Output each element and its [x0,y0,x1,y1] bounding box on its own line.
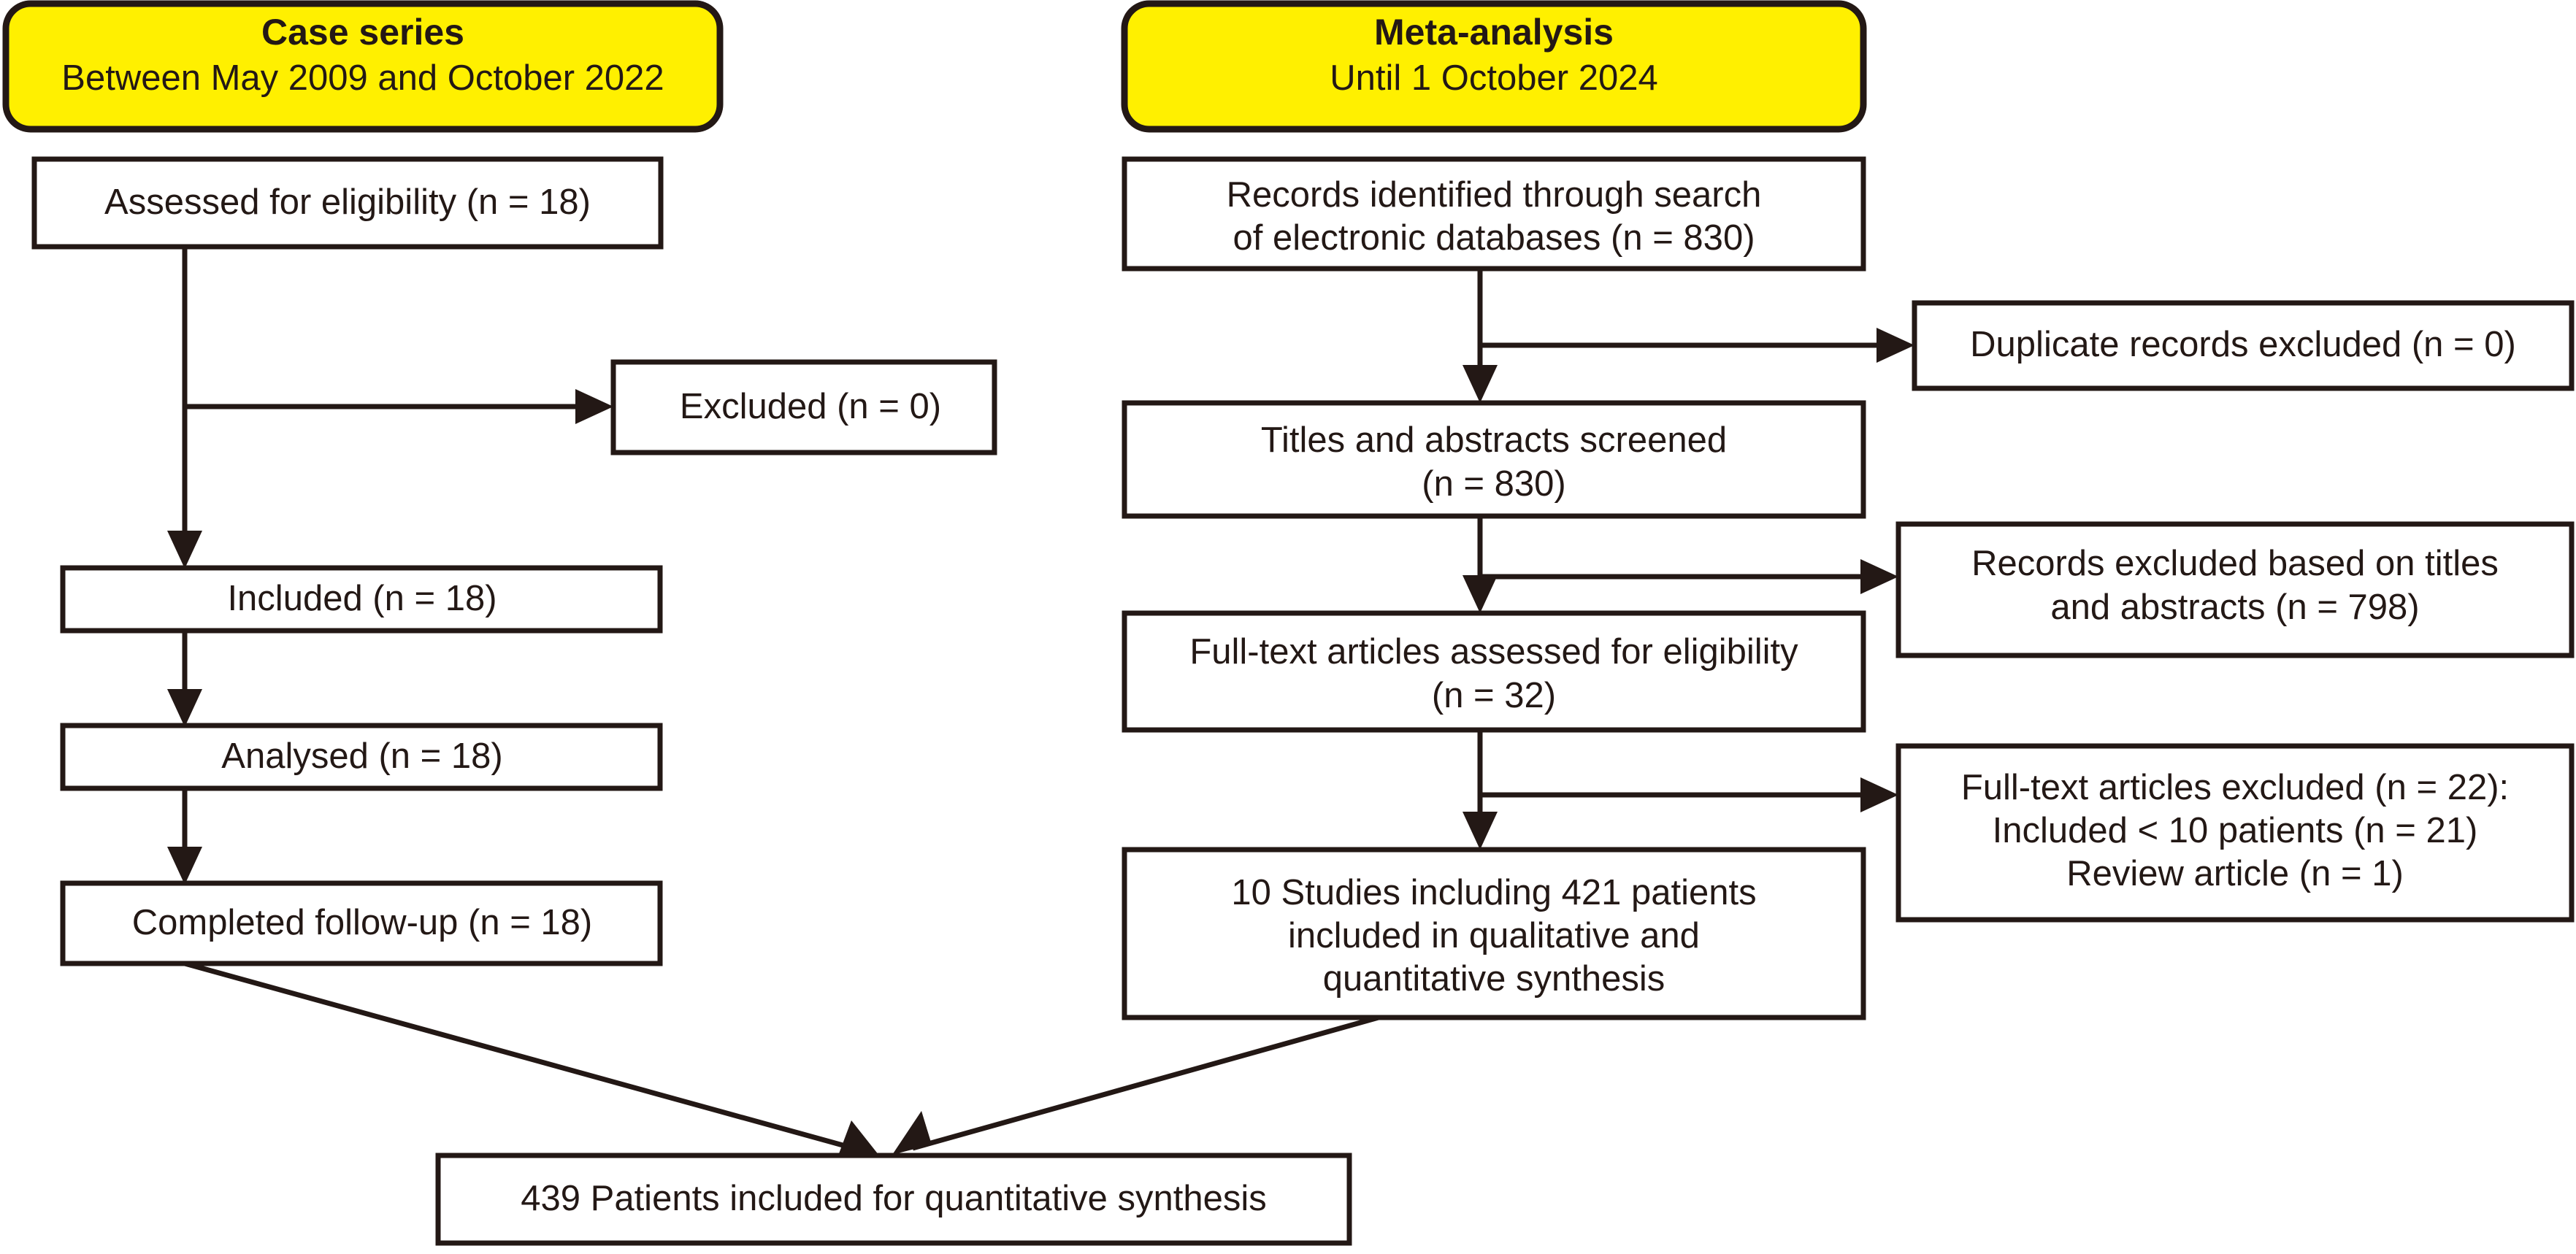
node-records-identified-line2: of electronic databases (n = 830) [1233,218,1755,258]
node-final-total-patients: 439 Patients included for quantitative s… [435,1153,1352,1246]
node-records-excluded-titles-abstracts: Records excluded based on titles and abs… [1895,521,2575,658]
node-duplicate-records-excluded-label: Duplicate records excluded (n = 0) [1970,325,2516,364]
case-series-header-title: Case series [261,12,464,53]
connector-assessed-to-included [167,246,202,569]
node-titles-abstracts-screened: Titles and abstracts screened (n = 830) [1122,400,1866,519]
node-records-excluded-line2: and abstracts (n = 798) [2050,588,2419,627]
node-synthesis-line1: 10 Studies including 421 patients [1231,873,1756,912]
node-case-series-analysed: Analysed (n = 18) [60,723,663,791]
node-records-identified: Records identified through search of ele… [1122,156,1866,272]
node-case-series-excluded: Excluded (n = 0) [610,359,997,455]
node-screened-line1: Titles and abstracts screened [1261,420,1727,460]
node-fulltext-excluded-line1: Full-text articles excluded (n = 22): [1961,768,2509,807]
node-fulltext-excluded-line3: Review article (n = 1) [2066,854,2404,893]
connector-completed-to-final [184,961,879,1155]
node-case-series-completed-label: Completed follow-up (n = 18) [132,903,593,942]
connector-records-to-screened [1463,268,1498,403]
meta-analysis-header: Meta-analysis Until 1 October 2024 [1121,0,1867,133]
node-fulltext-excluded-line2: Included < 10 patients (n = 21) [1993,811,2478,850]
connector-assessed-to-excluded [185,389,613,424]
node-screened-line2: (n = 830) [1422,464,1565,504]
node-records-identified-line1: Records identified through search [1227,175,1762,215]
connector-records-to-duplicates [1480,328,1914,363]
connector-included-to-analysed [167,629,202,727]
node-fulltext-excluded: Full-text articles excluded (n = 22): In… [1895,743,2575,923]
connector-analysed-to-completed [167,788,202,885]
node-case-series-included-label: Included (n = 18) [227,579,497,618]
node-synthesis-line3: quantitative synthesis [1323,959,1665,999]
node-fulltext-assessed: Full-text articles assessed for eligibil… [1122,610,1866,733]
node-fulltext-assessed-line2: (n = 32) [1432,676,1556,715]
node-duplicate-records-excluded: Duplicate records excluded (n = 0) [1912,300,2575,391]
node-records-excluded-line1: Records excluded based on titles [1971,544,2499,583]
case-series-header-subtitle: Between May 2009 and October 2022 [61,58,664,98]
meta-analysis-header-subtitle: Until 1 October 2024 [1330,58,1657,98]
node-synthesis-line2: included in qualitative and [1288,916,1700,955]
node-assessed-label: Assessed for eligibility (n = 18) [104,182,591,222]
node-fulltext-assessed-line1: Full-text articles assessed for eligibil… [1189,632,1798,672]
case-series-header: Case series Between May 2009 and October… [2,0,724,133]
node-case-series-excluded-label: Excluded (n = 0) [680,387,941,426]
node-case-series-included: Included (n = 18) [60,565,663,634]
node-case-series-analysed-label: Analysed (n = 18) [221,736,502,776]
connector-screened-to-records-excluded [1480,559,1898,594]
node-final-total-patients-label: 439 Patients included for quantitative s… [521,1179,1266,1218]
connector-fulltext-to-fulltext-excluded [1480,777,1898,812]
node-qualitative-quantitative-synthesis: 10 Studies including 421 patients includ… [1122,847,1866,1020]
node-case-series-completed: Completed follow-up (n = 18) [60,880,663,966]
meta-analysis-header-title: Meta-analysis [1374,12,1614,53]
node-assessed-for-eligibility: Assessed for eligibility (n = 18) [31,156,664,250]
